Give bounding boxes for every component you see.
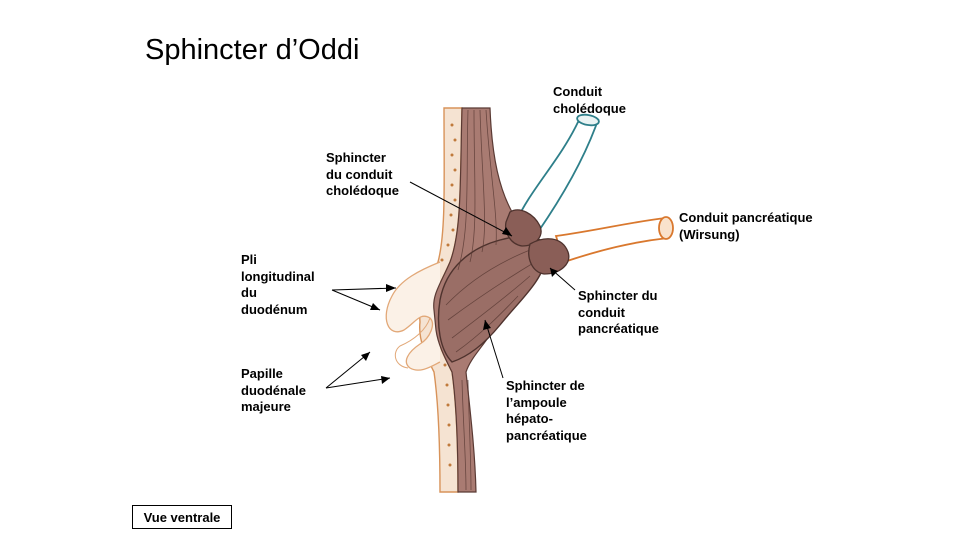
label-conduit-pancreatique: Conduit pancréatique(Wirsung) (679, 210, 813, 242)
muscle-fibers (445, 109, 536, 491)
papilla-fold (394, 317, 431, 369)
wirsung-duct (554, 217, 669, 264)
arrowheads (361, 227, 558, 384)
choledoque-opening (576, 113, 600, 127)
mucosal-fold (385, 261, 441, 371)
wirsung-opening (658, 216, 674, 240)
ampulla-mass (437, 235, 547, 363)
slide-title: Sphincter d’Oddi (145, 34, 360, 66)
view-label-box: Vue ventrale (132, 505, 232, 529)
pancreatic-sphincter (528, 238, 570, 275)
